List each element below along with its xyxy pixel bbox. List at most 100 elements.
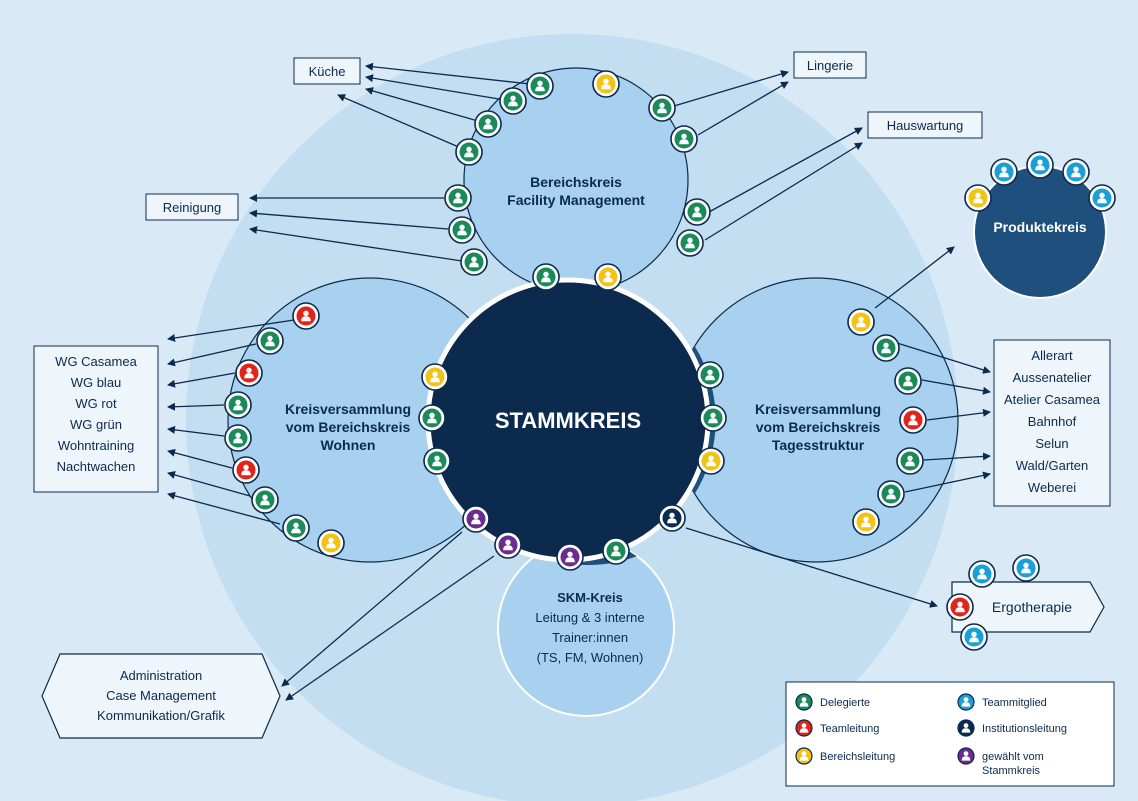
legend-label: Institutionsleitung bbox=[982, 723, 1067, 735]
person-badge-green bbox=[696, 361, 724, 389]
person-badge-yellow bbox=[964, 184, 992, 212]
produkt-label: Produktekreis bbox=[993, 219, 1087, 235]
arrow-line bbox=[249, 226, 463, 262]
person-badge-purple bbox=[494, 531, 522, 559]
ergo-label: Ergotherapie bbox=[992, 599, 1072, 615]
skm-label-line4: (TS, FM, Wohnen) bbox=[537, 650, 644, 665]
person-badge-green bbox=[894, 367, 922, 395]
person-badge-blue bbox=[1062, 158, 1090, 186]
stammkreis-title: STAMMKREIS bbox=[495, 408, 641, 433]
legend-label: gewählt vom bbox=[982, 751, 1044, 763]
person-badge-green bbox=[455, 138, 483, 166]
person-badge-yellow bbox=[852, 508, 880, 536]
wohnen-label-line2: vom Bereichskreis bbox=[286, 419, 411, 435]
person-badges bbox=[224, 70, 1116, 651]
person-badge-green bbox=[418, 404, 446, 432]
arrow-line bbox=[704, 142, 863, 241]
person-badge-red bbox=[232, 456, 260, 484]
person-badge-yellow bbox=[697, 447, 725, 475]
arrow-line bbox=[365, 62, 531, 85]
person-badge-green bbox=[474, 110, 502, 138]
skm-circle bbox=[497, 539, 675, 717]
person-badge-yellow bbox=[421, 363, 449, 391]
arrow-line bbox=[685, 527, 938, 608]
tages-list-item: Wald/Garten bbox=[1016, 458, 1089, 473]
person-badge-green bbox=[448, 216, 476, 244]
person-badge-yellow bbox=[317, 529, 345, 557]
admin-line2: Case Management bbox=[106, 688, 216, 703]
wohnen-list-item: WG rot bbox=[75, 396, 117, 411]
legend-label: Teammitglied bbox=[982, 697, 1047, 709]
person-badge-green bbox=[526, 72, 554, 100]
legend-label-line2: Stammkreis bbox=[982, 765, 1041, 777]
tages-list-item: Atelier Casamea bbox=[1004, 392, 1101, 407]
tages-list-item: Bahnhof bbox=[1028, 414, 1077, 429]
person-badge-green bbox=[532, 263, 560, 291]
wohnen-list: WG Casamea WG blau WG rot WG grün Wohntr… bbox=[55, 354, 137, 474]
skm-label-line2: Leitung & 3 interne bbox=[535, 610, 644, 625]
arrow-line bbox=[167, 448, 233, 469]
reinigung-label: Reinigung bbox=[163, 200, 222, 215]
person-badge-purple bbox=[556, 543, 584, 571]
lingerie-box bbox=[793, 51, 867, 79]
wohnen-list-box bbox=[33, 345, 159, 493]
person-badge-green bbox=[423, 447, 451, 475]
arrow-line bbox=[285, 555, 495, 701]
legend-label: Delegierte bbox=[820, 697, 870, 709]
admin-line1: Administration bbox=[120, 668, 202, 683]
wohnen-label-line3: Wohnen bbox=[321, 437, 376, 453]
legend: Delegierte Teammitglied Teamleitung Inst… bbox=[795, 693, 1067, 777]
facility-label-line1: Bereichskreis bbox=[530, 174, 622, 190]
person-badge-green bbox=[683, 198, 711, 226]
person-badge-green bbox=[499, 87, 527, 115]
person-badge-green bbox=[648, 94, 676, 122]
admin-shape bbox=[41, 653, 281, 739]
person-badge-blue bbox=[1088, 184, 1116, 212]
person-badge-green bbox=[877, 480, 905, 508]
kueche-box bbox=[293, 57, 361, 85]
tages-label-line2: vom Bereichskreis bbox=[756, 419, 881, 435]
arrow-line bbox=[337, 94, 462, 149]
person-badge-blue bbox=[990, 158, 1018, 186]
tages-list-item: Weberei bbox=[1028, 480, 1076, 495]
arrow-line bbox=[697, 81, 789, 136]
person-badge-blue bbox=[1026, 151, 1054, 179]
person-badge-blue bbox=[968, 560, 996, 588]
tages-list-item: Allerart bbox=[1031, 348, 1073, 363]
arrow-line bbox=[281, 531, 463, 687]
person-badge-green bbox=[282, 514, 310, 542]
arrow-line bbox=[167, 471, 251, 497]
person-badge-green bbox=[444, 184, 472, 212]
arrow-line bbox=[249, 209, 449, 230]
person-badge-green bbox=[670, 125, 698, 153]
person-badge-green bbox=[676, 229, 704, 257]
kueche-label: Küche bbox=[309, 64, 346, 79]
arrow-line bbox=[167, 425, 225, 437]
arrow-line bbox=[896, 342, 991, 374]
arrow-line bbox=[923, 452, 991, 461]
wohnen-list-item: WG Casamea bbox=[55, 354, 137, 369]
person-badge-green bbox=[896, 447, 924, 475]
arrow-line bbox=[167, 491, 281, 525]
person-badge-green bbox=[251, 486, 279, 514]
arrow-line bbox=[167, 372, 236, 388]
tages-list: Allerart Aussenatelier Atelier Casamea B… bbox=[1004, 348, 1101, 495]
person-badge-blue bbox=[960, 623, 988, 651]
person-badge-green bbox=[699, 404, 727, 432]
admin-line3: Kommunikation/Grafik bbox=[97, 708, 225, 723]
person-badge-green bbox=[256, 327, 284, 355]
lingerie-label: Lingerie bbox=[807, 58, 853, 73]
person-badge-green bbox=[460, 248, 488, 276]
arrow-line bbox=[708, 127, 863, 213]
facility-label-line2: Facility Management bbox=[507, 192, 645, 208]
person-badge-red bbox=[946, 593, 974, 621]
legend-box bbox=[785, 681, 1115, 787]
arrows bbox=[167, 62, 991, 701]
legend-label: Bereichsleitung bbox=[820, 751, 895, 763]
person-badge-red bbox=[235, 359, 263, 387]
person-badge-blue bbox=[1012, 554, 1040, 582]
wohnen-list-item: WG blau bbox=[71, 375, 122, 390]
arrow-line bbox=[904, 471, 991, 493]
person-badge-green bbox=[602, 537, 630, 565]
tages-list-box bbox=[993, 339, 1111, 507]
